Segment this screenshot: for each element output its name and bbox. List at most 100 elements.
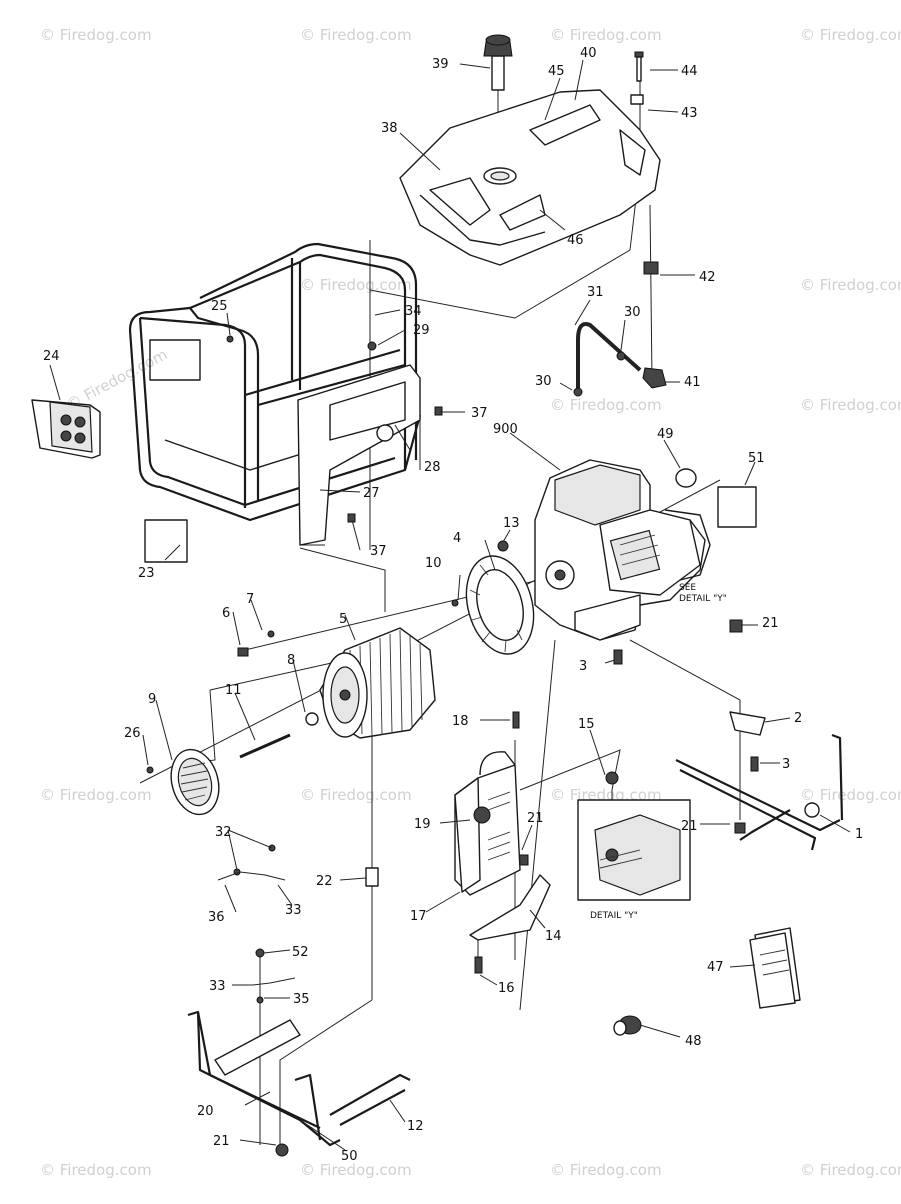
callout-label: 4 [453, 531, 461, 546]
watermark-text: © Firedog.com [550, 26, 662, 44]
callout-label: 21 [527, 811, 544, 826]
callout-label: 7 [246, 592, 254, 607]
callout-label: 27 [363, 486, 380, 501]
callout-label: 6 [222, 606, 230, 621]
callout-label: 46 [567, 233, 584, 248]
callout-label: 13 [503, 516, 520, 531]
callout-label: 48 [685, 1034, 702, 1049]
leader-lines [49, 59, 851, 1151]
watermark-text: © Firedog.com [800, 276, 901, 294]
decal [144, 519, 188, 563]
callout-label: 51 [748, 451, 765, 466]
adapter-ring [465, 555, 535, 655]
watermark-text: © Firedog.com [300, 1161, 412, 1179]
detail-caption: DETAIL "Y" [590, 911, 638, 921]
twist-lock-plug [613, 1015, 642, 1036]
callout-labels: 1 2 3 3 4 5 6 7 8 9 10 11 12 13 14 15 16… [43, 46, 863, 1164]
callout-label: 900 [493, 422, 518, 437]
callout-label: 43 [681, 106, 698, 121]
watermark-text: © Firedog.com [300, 26, 412, 44]
ground-wire [217, 844, 296, 986]
callout-label: 37 [471, 406, 488, 421]
callout-label: 38 [381, 121, 398, 136]
callout-label: 47 [707, 960, 724, 975]
callout-label: 15 [578, 717, 595, 732]
callout-label: 25 [211, 299, 228, 314]
callout-label: 5 [339, 612, 347, 627]
control-bracket [297, 364, 421, 546]
callout-label: 33 [209, 979, 226, 994]
mounting-bracket [469, 874, 551, 941]
detail-pointer-line1: SEE [679, 583, 696, 593]
callout-label: 21 [213, 1134, 230, 1149]
callout-label: 30 [535, 374, 552, 389]
callout-label: 39 [432, 57, 449, 72]
outlet-panel [31, 399, 101, 459]
callout-label: 31 [587, 285, 604, 300]
detail-pointer-line2: DETAIL "Y" [679, 594, 727, 604]
callout-label: 16 [498, 981, 515, 996]
callout-label: 3 [579, 659, 587, 674]
callout-label: 19 [414, 817, 431, 832]
callout-label: 26 [124, 726, 141, 741]
decal [717, 486, 757, 528]
fuel-gauge-cap [483, 34, 513, 91]
callout-label: 40 [580, 46, 597, 61]
callout-label: 10 [425, 556, 442, 571]
callout-label: 8 [287, 653, 295, 668]
watermark-text: © Firedog.com [800, 396, 901, 414]
owners-manual [749, 927, 801, 1009]
watermark-text: © Firedog.com [800, 786, 901, 804]
callout-label: 30 [624, 305, 641, 320]
callout-label: 42 [699, 270, 716, 285]
callout-label: 23 [138, 566, 155, 581]
engine [534, 459, 711, 641]
callout-label: 11 [225, 683, 242, 698]
frame [128, 242, 422, 522]
tank-bolt [630, 51, 644, 105]
callout-label: 49 [657, 427, 674, 442]
watermark-text: © Firedog.com [40, 1161, 152, 1179]
handle [675, 711, 844, 851]
callout-label: 34 [405, 304, 422, 319]
watermark-text: © Firedog.com [40, 26, 152, 44]
callout-label: 21 [762, 616, 779, 631]
callout-label: 29 [413, 323, 430, 338]
fuel-line [573, 322, 642, 397]
callout-label: 50 [341, 1149, 358, 1164]
callout-label: 33 [285, 903, 302, 918]
callout-label: 3 [782, 757, 790, 772]
watermark-text: © Firedog.com [800, 26, 901, 44]
callout-label: 14 [545, 929, 562, 944]
detail-references: SEE DETAIL "Y" DETAIL "Y" [590, 583, 727, 921]
callout-label: 52 [292, 945, 309, 960]
fuel-tank [399, 89, 661, 266]
washer [675, 468, 697, 488]
watermark-text: © Firedog.com [300, 276, 412, 294]
callout-label: 17 [410, 909, 427, 924]
callout-label: 1 [855, 827, 863, 842]
callout-label: 2 [794, 711, 802, 726]
callout-label: 20 [197, 1104, 214, 1119]
callout-label: 35 [293, 992, 310, 1007]
callout-label: 22 [316, 874, 333, 889]
watermark-text: © Firedog.com [300, 786, 412, 804]
callout-label: 12 [407, 1119, 424, 1134]
fuel-valve [642, 261, 667, 389]
rear-cover [170, 748, 220, 816]
detail-y-inset [577, 771, 691, 901]
callout-label: 9 [148, 692, 156, 707]
callout-label: 36 [208, 910, 225, 925]
bushing [365, 867, 379, 887]
callout-label: 28 [424, 460, 441, 475]
callout-label: 24 [43, 349, 60, 364]
base-frame [187, 948, 411, 1157]
callout-label: 41 [684, 375, 701, 390]
callout-label: 32 [215, 825, 232, 840]
watermark-text: © Firedog.com [550, 396, 662, 414]
hardware [146, 335, 759, 974]
stator [319, 627, 436, 739]
callout-label: 37 [370, 544, 387, 559]
watermark-text: © Firedog.com [40, 786, 152, 804]
